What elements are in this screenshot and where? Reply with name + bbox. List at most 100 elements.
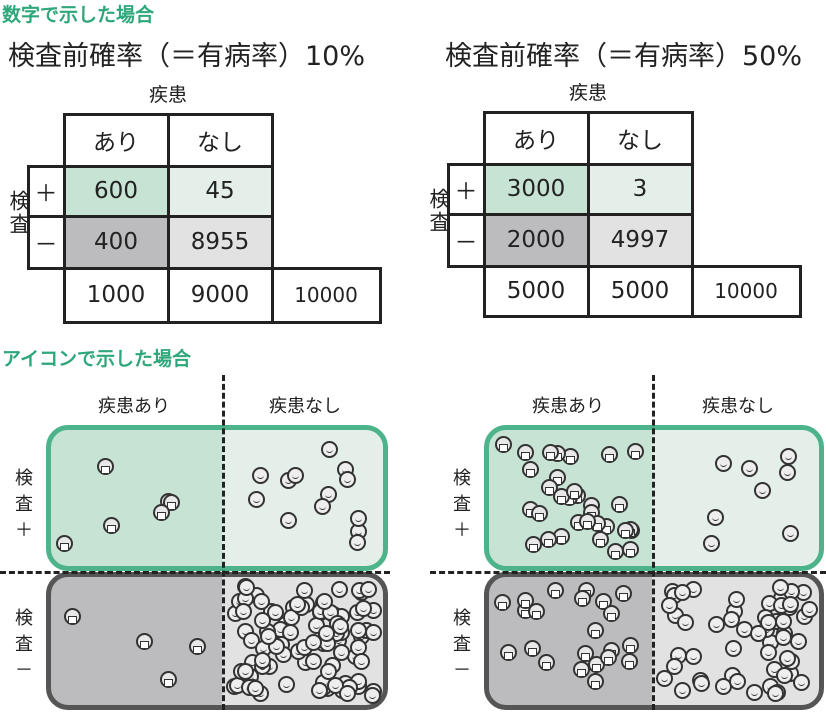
disease-label: 疾患 xyxy=(568,82,607,104)
smiley-face-icon xyxy=(365,624,383,642)
total-disease-cell: 1000 xyxy=(62,266,170,324)
masked-face-icon xyxy=(494,435,512,453)
smiley-face-icon xyxy=(782,595,800,613)
true-positive-cell: 600 xyxy=(62,164,170,218)
smiley-face-icon xyxy=(745,684,763,702)
smiley-face-icon xyxy=(348,534,366,551)
masked-face-icon xyxy=(600,446,618,464)
masked-face-icon xyxy=(600,648,618,666)
smiley-face-icon xyxy=(332,617,349,635)
false-positive-cell: 45 xyxy=(166,164,274,218)
col-header-no: なし xyxy=(166,112,274,168)
smiley-face-icon xyxy=(236,663,254,681)
smiley-face-icon xyxy=(295,581,313,599)
smiley-face-icon xyxy=(360,580,378,598)
masked-face-icon xyxy=(622,541,640,559)
masked-face-icon xyxy=(621,636,639,654)
masked-face-icon xyxy=(591,531,609,549)
row-header-negative: － xyxy=(446,212,486,268)
smiley-face-icon xyxy=(759,644,777,662)
smiley-face-icon xyxy=(252,592,270,610)
grand-total-cell: 10000 xyxy=(690,264,802,318)
masked-face-icon xyxy=(159,671,177,689)
smiley-face-icon xyxy=(339,685,357,703)
test-divider xyxy=(0,571,390,574)
smiley-face-icon xyxy=(779,650,797,668)
masked-face-icon xyxy=(610,496,628,514)
masked-face-icon xyxy=(547,582,565,600)
col-label-no-disease: 疾患なし xyxy=(269,396,341,417)
smiley-face-icon xyxy=(354,599,372,617)
smiley-face-icon xyxy=(260,628,278,646)
masked-face-icon xyxy=(627,443,645,461)
false-positive-cell: 3 xyxy=(586,162,694,216)
masked-face-icon xyxy=(494,593,512,611)
row-header-positive: ＋ xyxy=(446,162,486,216)
smiley-face-icon xyxy=(767,684,785,702)
smiley-face-icon xyxy=(685,648,703,666)
section-title-icons: アイコンで示した場合 xyxy=(2,348,192,370)
masked-face-icon xyxy=(586,622,604,640)
col-label-disease: 疾患あり xyxy=(532,396,604,417)
smiley-face-icon xyxy=(772,579,790,597)
smiley-face-icon xyxy=(740,460,758,478)
masked-face-icon xyxy=(500,643,518,661)
true-negative-cell: 4997 xyxy=(586,212,694,268)
masked-face-icon xyxy=(577,645,595,663)
smiley-face-icon xyxy=(349,621,367,639)
smiley-face-icon xyxy=(728,673,746,691)
masked-face-icon xyxy=(64,608,82,626)
smiley-face-icon xyxy=(266,603,284,621)
smiley-face-icon xyxy=(316,592,334,610)
table-title: 検査前確率（＝有病率）50% xyxy=(445,41,803,72)
smiley-face-icon xyxy=(278,676,296,694)
smiley-face-icon xyxy=(339,471,357,489)
smiley-face-icon xyxy=(305,652,323,670)
masked-face-icon xyxy=(524,640,542,658)
smiley-face-icon xyxy=(723,610,741,628)
smiley-face-icon xyxy=(674,583,692,601)
smiley-face-icon xyxy=(254,652,272,670)
smiley-face-icon xyxy=(288,596,306,614)
smiley-face-icon xyxy=(237,579,255,597)
smiley-face-icon xyxy=(676,613,694,631)
smiley-face-icon xyxy=(286,467,304,485)
row-label-positive: 検査＋ xyxy=(453,468,471,541)
smiley-face-icon xyxy=(234,603,252,621)
smiley-face-icon xyxy=(279,512,297,530)
smiley-face-icon xyxy=(692,674,710,692)
smiley-face-icon xyxy=(703,535,721,553)
masked-face-icon xyxy=(574,590,592,608)
smiley-face-icon xyxy=(714,455,732,473)
smiley-face-icon xyxy=(774,612,792,630)
masked-face-icon xyxy=(620,652,638,670)
smiley-face-icon xyxy=(304,633,322,651)
smiley-face-icon xyxy=(353,652,371,670)
smiley-face-icon xyxy=(320,663,338,681)
smiley-face-icon xyxy=(779,464,797,482)
grand-total-cell: 10000 xyxy=(270,266,382,324)
test-divider xyxy=(430,571,826,574)
smiley-face-icon xyxy=(314,497,332,515)
smiley-face-icon xyxy=(775,629,793,647)
false-negative-cell: 400 xyxy=(62,214,170,270)
row-label-positive: 検査＋ xyxy=(15,468,33,541)
col-header-yes: あり xyxy=(482,110,590,166)
smiley-face-icon xyxy=(790,633,808,651)
masked-face-icon xyxy=(541,443,559,461)
row-header-positive: ＋ xyxy=(26,164,66,218)
smiley-face-icon xyxy=(253,612,271,630)
smiley-face-icon xyxy=(656,669,674,687)
smiley-face-icon xyxy=(793,673,811,691)
masked-face-icon xyxy=(616,522,634,540)
smiley-face-icon xyxy=(707,509,725,527)
masked-face-icon xyxy=(602,604,620,622)
true-negative-cell: 8955 xyxy=(166,214,274,270)
masked-face-icon xyxy=(565,483,583,501)
masked-face-icon xyxy=(586,673,604,691)
masked-face-icon xyxy=(516,443,534,461)
smiley-face-icon xyxy=(321,440,339,458)
disease-label: 疾患 xyxy=(148,84,187,106)
masked-face-icon xyxy=(615,585,633,603)
false-negative-cell: 2000 xyxy=(482,212,590,268)
